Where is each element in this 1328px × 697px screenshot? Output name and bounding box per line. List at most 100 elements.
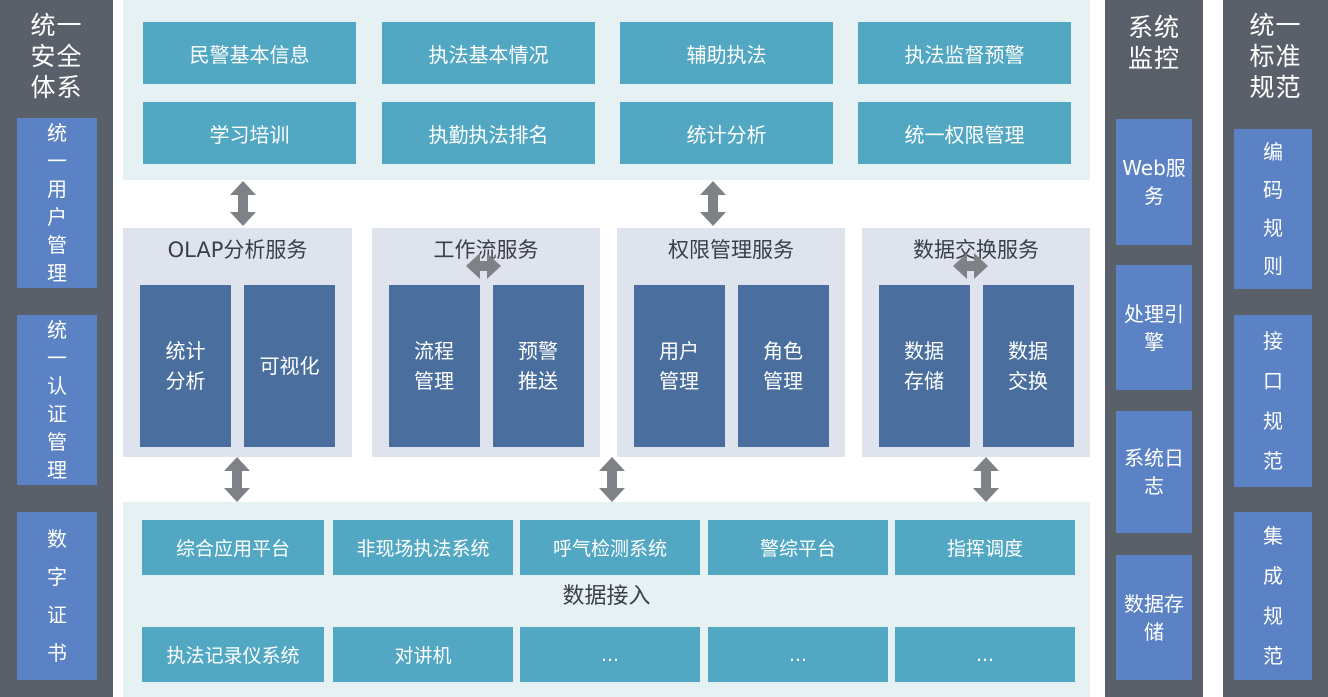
module-box-warning-push: 预警推送 [492,285,584,447]
arrow-vertical-bottom-center [599,457,625,502]
module-box-process-management: 流程管理 [388,285,480,447]
box-unified-user-management: 统一用户管理 [17,118,97,288]
box-label: ... [975,643,995,666]
box-label: 非现场执法系统 [356,538,490,560]
system-monitor-panel: 系统监控 Web服务 处理引擎 系统日志 数据存储 [1105,0,1203,697]
box-learning-training: 学习培训 [143,102,356,164]
standards-panel-title: 统一标准规范 [1249,11,1302,102]
arrow-tip-left-icon [466,253,480,279]
box-label: 学习培训 [209,122,290,147]
box-assisted-enforcement: 辅助执法 [620,22,833,84]
arrow-tip-right-icon [974,253,988,279]
box-label: 综合应用平台 [175,538,290,560]
box-label: 指挥调度 [946,538,1023,560]
module-label: 流程管理 [414,339,454,393]
box-duty-enforcement-ranking: 执勤执法排名 [382,102,595,164]
data-access-label: 数据接入 [562,584,651,609]
arrow-horizontal-olap-workflow [466,253,501,279]
access-box-breath-test-system: 呼气检测系统 [520,520,700,575]
service-group-title: 权限管理服务 [668,238,794,262]
module-box-visualization: 可视化 [244,285,335,447]
box-label: 辅助执法 [686,42,767,67]
service-group-data-exchange: 数据交换服务 数据存储 数据交换 [862,228,1090,457]
arrow-tip-left-icon [953,253,967,279]
box-label: ... [600,643,620,666]
monitor-box-data-storage: 数据存储 [1116,555,1192,680]
monitor-box-web-service: Web服务 [1116,119,1192,245]
arrow-tip-up-icon [700,181,726,195]
arrow-vertical-top-right [700,181,726,226]
module-label: 统计分析 [165,339,206,393]
arrow-tip-down-icon [700,212,726,226]
service-group-permission: 权限管理服务 用户管理 角色管理 [617,228,845,457]
box-label: Web服务 [1122,156,1186,208]
arrow-tip-up-icon [599,457,625,471]
module-box-data-storage: 数据存储 [878,285,970,447]
box-police-basic-info: 民警基本信息 [143,22,356,84]
arrow-horizontal-permission-exchange [953,253,988,279]
service-group-olap: OLAP分析服务 统计分析 可视化 [123,228,352,457]
arrow-vertical-top-left [230,181,256,226]
box-label: 执勤执法排名 [428,122,549,147]
module-label: 角色管理 [763,339,803,393]
device-box-ellipsis-2: ... [708,627,888,682]
box-statistical-analysis: 统计分析 [620,102,833,164]
data-access-band: 综合应用平台 非现场执法系统 呼气检测系统 警综平台 指挥调度 数据接入 执法记… [123,502,1090,697]
module-label: 用户管理 [659,339,699,393]
device-box-walkie-talkie: 对讲机 [333,627,513,682]
arrow-tip-up-icon [230,181,256,195]
box-label: 编码规则 [1263,140,1283,278]
box-unified-permission-management: 统一权限管理 [858,102,1071,164]
arrow-tip-right-icon [487,253,501,279]
box-label: 呼气检测系统 [552,538,667,560]
box-label: 执法基本情况 [428,42,549,67]
box-label: 接口规范 [1263,329,1283,473]
arrow-tip-down-icon [973,488,999,502]
box-label: 统一权限管理 [904,122,1025,147]
box-label: ... [788,643,808,666]
box-label: 数据存储 [1124,591,1184,644]
service-group-title: 工作流服务 [433,238,539,262]
security-panel-title: 统一安全体系 [30,11,83,102]
monitor-box-processing-engine: 处理引擎 [1116,265,1192,390]
box-label: 对讲机 [394,645,452,667]
main-content: 民警基本信息 执法基本情况 辅助执法 执法监督预警 学习培训 执勤执法排名 统计… [123,0,1090,697]
module-box-user-management: 用户管理 [633,285,725,447]
device-box-ellipsis-3: ... [895,627,1075,682]
box-label: 统计分析 [686,122,767,147]
access-box-non-site-enforcement: 非现场执法系统 [333,520,513,575]
box-label: 执法记录仪系统 [166,645,300,667]
standards-box-interface-spec: 接口规范 [1234,315,1312,487]
arrow-tip-down-icon [224,488,250,502]
box-label: 统一认证管理 [47,318,67,482]
application-layer-band: 民警基本信息 执法基本情况 辅助执法 执法监督预警 学习培训 执勤执法排名 统计… [123,0,1090,180]
access-box-police-integrated-platform: 警综平台 [708,520,888,575]
box-unified-auth-management: 统一认证管理 [17,315,97,485]
module-box-data-exchange: 数据交换 [982,285,1074,447]
arrow-vertical-bottom-right [973,457,999,502]
service-group-title: OLAP分析服务 [167,238,308,262]
security-system-panel: 统一安全体系 统一用户管理 统一认证管理 数字证书 [0,0,113,697]
module-box-statistical-analysis: 统计分析 [140,285,231,447]
standards-box-coding-rules: 编码规则 [1234,129,1312,289]
system-monitor-title: 系统监控 [1127,13,1180,73]
monitor-box-system-log: 系统日志 [1116,411,1192,533]
arrow-tip-down-icon [599,488,625,502]
box-label: 执法监督预警 [904,42,1025,67]
module-label: 数据交换 [1008,339,1048,393]
standards-box-integration-spec: 集成规范 [1234,512,1312,680]
box-enforcement-basic-status: 执法基本情况 [382,22,595,84]
box-supervision-early-warning: 执法监督预警 [858,22,1071,84]
module-label: 预警推送 [518,339,558,393]
module-label: 数据存储 [904,339,944,393]
module-label: 可视化 [259,354,320,378]
standards-panel: 统一标准规范 编码规则 接口规范 集成规范 [1223,0,1328,697]
device-box-body-camera-system: 执法记录仪系统 [142,627,324,682]
device-box-ellipsis-1: ... [520,627,700,682]
box-label: 处理引擎 [1124,301,1184,354]
box-label: 集成规范 [1263,524,1283,668]
access-box-command-dispatch: 指挥调度 [895,520,1075,575]
box-label: 统一用户管理 [47,121,67,285]
arrow-tip-up-icon [224,457,250,471]
